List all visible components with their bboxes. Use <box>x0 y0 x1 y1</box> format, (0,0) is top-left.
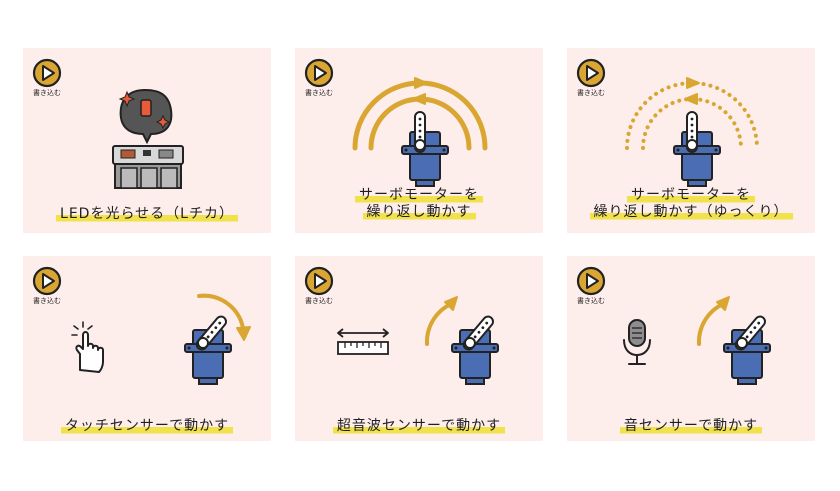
write-button-label: 書き込む <box>305 89 333 97</box>
write-button[interactable]: 書き込む <box>32 266 62 305</box>
card-caption: タッチセンサーで動かす <box>23 418 271 435</box>
caption-line: 超音波センサーで動かす <box>332 418 506 435</box>
write-button[interactable]: 書き込む <box>304 266 334 305</box>
play-icon <box>304 58 334 88</box>
card-sound-sensor[interactable]: 書き込む 音センサーで動かす <box>567 256 815 441</box>
arc-arrow-icon <box>696 296 730 346</box>
write-button[interactable]: 書き込む <box>576 266 606 305</box>
play-icon <box>576 266 606 296</box>
servo-motor-icon <box>673 111 721 187</box>
write-button-label: 書き込む <box>577 297 605 305</box>
servo-motor-icon <box>401 111 449 187</box>
caption-line: 音センサーで動かす <box>619 418 763 435</box>
arc-arrow-icon <box>197 293 251 341</box>
card-caption: サーボモーターを 繰り返し動かす <box>295 187 543 221</box>
card-caption: サーボモーターを 繰り返し動かす（ゆっくり） <box>567 187 815 221</box>
card-touch-sensor[interactable]: 書き込む タッチセンサーで動かす <box>23 256 271 441</box>
write-button-label: 書き込む <box>577 89 605 97</box>
write-button[interactable]: 書き込む <box>304 58 334 97</box>
card-caption: 超音波センサーで動かす <box>295 418 543 435</box>
arc-arrow-icon <box>352 77 488 151</box>
servo-motor-icon <box>723 313 771 385</box>
caption-line: LEDを光らせる（Lチカ） <box>56 206 238 223</box>
play-icon <box>32 58 62 88</box>
card-servo-repeat[interactable]: 書き込む サーボモーターを 繰り返し動かす <box>295 48 543 233</box>
arc-arrow-icon <box>424 296 458 346</box>
write-button-label: 書き込む <box>33 297 61 305</box>
card-ultrasonic-sensor[interactable]: 書き込む 超音波センサーで動かす <box>295 256 543 441</box>
microphone-icon <box>623 319 651 365</box>
servo-motor-icon <box>184 313 232 385</box>
write-button-label: 書き込む <box>305 297 333 305</box>
play-icon <box>32 266 62 296</box>
caption-line: サーボモーターを <box>355 187 483 204</box>
card-led-blink[interactable]: 書き込む LEDを光らせる（Lチカ） <box>23 48 271 233</box>
caption-line: タッチセンサーで動かす <box>60 418 234 435</box>
write-button-label: 書き込む <box>33 89 61 97</box>
card-caption: 音センサーで動かす <box>567 418 815 435</box>
caption-line: サーボモーターを <box>627 187 755 204</box>
write-button[interactable]: 書き込む <box>32 58 62 97</box>
caption-line: 繰り返し動かす（ゆっくり） <box>589 204 793 221</box>
microbit-board-icon <box>112 88 184 189</box>
play-icon <box>304 266 334 296</box>
arc-arrow-icon <box>625 77 759 150</box>
card-caption: LEDを光らせる（Lチカ） <box>23 206 271 223</box>
servo-motor-icon <box>451 313 499 385</box>
caption-line: 繰り返し動かす <box>362 204 476 221</box>
play-icon <box>576 58 606 88</box>
card-servo-repeat-slow[interactable]: 書き込む サーボモーターを 繰り返し動かす（ゆっくり） <box>567 48 815 233</box>
ruler-icon <box>337 328 389 355</box>
touch-hand-icon <box>71 321 104 373</box>
write-button[interactable]: 書き込む <box>576 58 606 97</box>
